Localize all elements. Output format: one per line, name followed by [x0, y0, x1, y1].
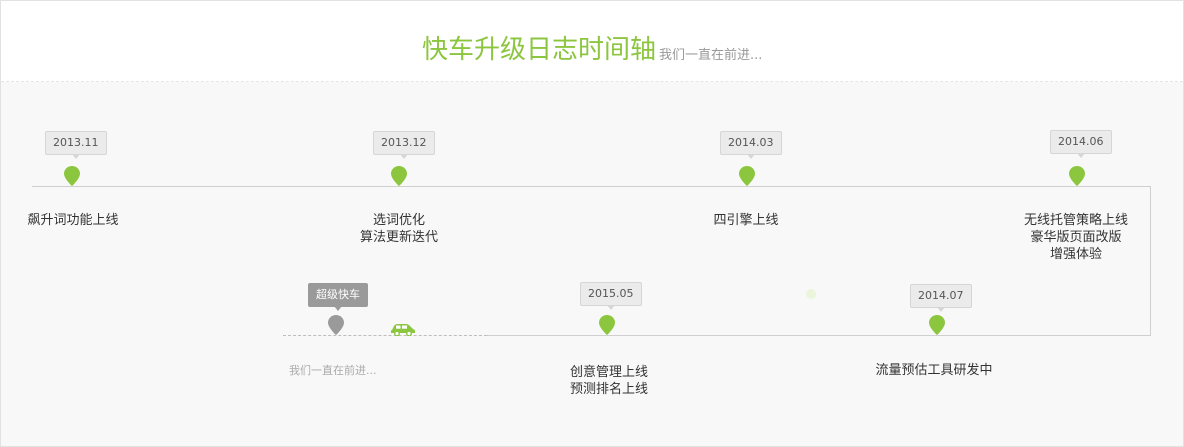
timeline-line-top	[32, 186, 1151, 187]
map-pin-icon	[391, 166, 407, 186]
caption-line: 预测排名上线	[569, 382, 649, 397]
milestone-caption: 四引擎上线	[713, 212, 778, 229]
milestone-caption: 飙升词功能上线	[27, 212, 118, 229]
map-pin-icon	[1069, 166, 1085, 186]
map-pin-icon	[929, 315, 945, 335]
caption-line: 飙升词功能上线	[27, 213, 119, 228]
caption-line: 流量预估工具研发中	[875, 363, 993, 378]
caption-line: 无线托管策略上线	[1023, 213, 1129, 228]
timeline-line-right	[1150, 186, 1151, 335]
milestone-caption: 创意管理上线 预测排名上线	[570, 364, 648, 398]
car-icon	[390, 321, 416, 340]
caption-line: 选词优化	[372, 213, 426, 228]
caption-line: 创意管理上线	[569, 365, 649, 380]
caption-line: 增强体验	[1049, 247, 1103, 262]
map-pin-icon	[328, 315, 344, 335]
caption-line: 算法更新迭代	[359, 230, 439, 245]
page-title: 快车升级日志时间轴	[422, 35, 657, 65]
caption-line: 四引擎上线	[713, 213, 779, 228]
header: 快车升级日志时间轴 我们一直在前进...	[1, 1, 1183, 82]
milestone-caption: 选词优化 算法更新迭代	[360, 212, 438, 246]
map-pin-icon	[739, 166, 755, 186]
decorative-dot	[806, 289, 816, 299]
date-tag-2014-06: 2014.06	[1050, 130, 1112, 158]
milestone-caption: 流量预估工具研发中	[875, 362, 992, 379]
map-pin-icon	[64, 166, 80, 186]
date-tag-2013-12: 2013.12	[373, 131, 435, 159]
date-tag-2015-05: 2015.05	[580, 282, 642, 310]
page-subtitle: 我们一直在前进...	[659, 48, 763, 63]
caption-line: 豪华版页面改版	[1030, 230, 1122, 245]
milestone-caption: 无线托管策略上线 豪华版页面改版 增强体验	[1024, 212, 1128, 263]
timeline-line-bottom	[487, 335, 1151, 336]
date-tag-2014-07: 2014.07	[910, 284, 972, 312]
future-caption: 我们一直在前进...	[289, 364, 377, 377]
timeline-line-future	[283, 335, 487, 336]
date-tag-2013-11: 2013.11	[45, 131, 107, 159]
date-tag-2014-03: 2014.03	[720, 131, 782, 159]
map-pin-icon	[599, 315, 615, 335]
future-badge: 超级快车	[308, 283, 368, 311]
